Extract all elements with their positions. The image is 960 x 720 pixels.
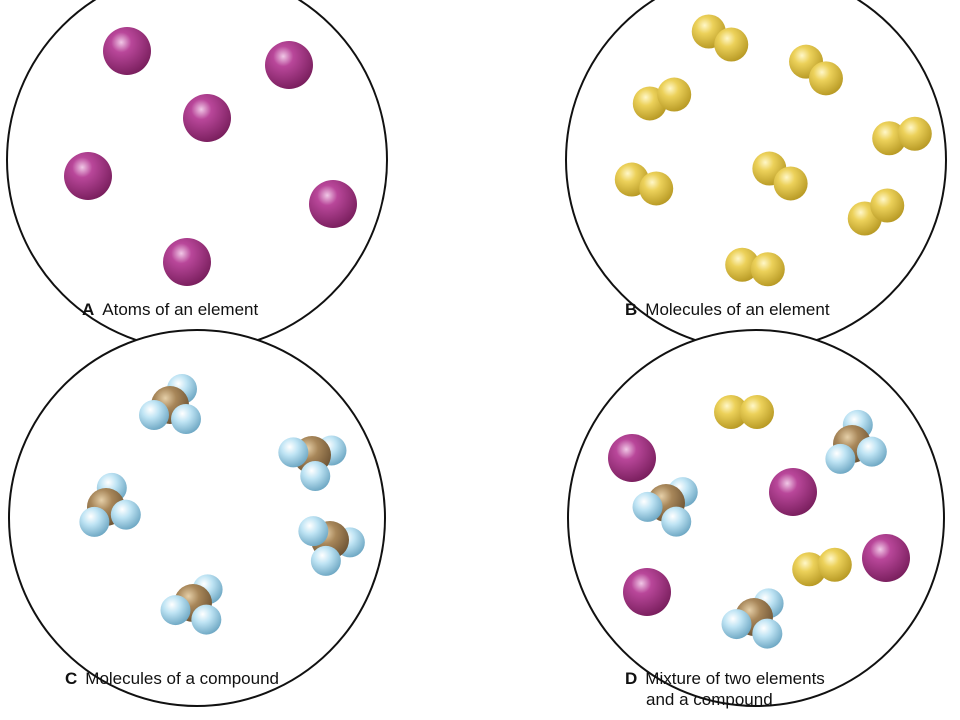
yellow-atom (792, 552, 827, 587)
purple-atom (608, 434, 656, 482)
yellow-atom (808, 61, 843, 96)
diatomic-molecule (725, 247, 785, 287)
diatomic-molecule (614, 162, 674, 206)
yellow-atom (817, 547, 852, 582)
diatomic-molecule (632, 77, 692, 121)
caption-text: Atoms of an element (102, 300, 259, 319)
element-atom (265, 41, 313, 89)
light-blue-atom (298, 516, 329, 547)
compound-molecule (298, 516, 365, 576)
panel-d-circle (567, 329, 945, 707)
caption-c: C Molecules of a compound (65, 668, 279, 689)
compound-molecule (139, 374, 201, 434)
caption-letter: C (65, 669, 78, 688)
light-blue-atom (856, 436, 887, 467)
caption-text: Molecules of an element (645, 300, 830, 319)
panel-c-circle (8, 329, 386, 707)
purple-atom (862, 534, 910, 582)
light-blue-atom (661, 506, 692, 537)
light-blue-atom (310, 545, 341, 576)
element-atom (623, 568, 671, 616)
light-blue-atom (160, 595, 191, 626)
element-atom (862, 534, 910, 582)
yellow-atom (714, 395, 748, 429)
element-atom (183, 94, 231, 142)
diatomic-molecule (789, 44, 843, 96)
caption-text: Mixture of two elements (645, 669, 825, 688)
yellow-atom (897, 116, 932, 151)
element-atom (309, 180, 357, 228)
element-atom (163, 238, 211, 286)
compound-molecule (632, 477, 698, 537)
compound-molecule (721, 588, 784, 649)
caption-line-2: and a compound (646, 690, 773, 709)
purple-atom (309, 180, 357, 228)
light-blue-atom (721, 609, 752, 640)
diatomic-molecule (714, 395, 774, 429)
element-atom (769, 468, 817, 516)
yellow-atom (740, 395, 774, 429)
yellow-atom (714, 27, 749, 62)
light-blue-atom (171, 404, 201, 434)
purple-atom (103, 27, 151, 75)
caption-b: B Molecules of an element (625, 299, 830, 320)
compound-molecule (825, 409, 887, 474)
purple-atom (769, 468, 817, 516)
compound-molecule (278, 435, 347, 492)
diatomic-molecule (847, 188, 905, 236)
caption-letter: D (625, 669, 638, 688)
light-blue-atom (139, 400, 169, 430)
yellow-atom (750, 252, 785, 287)
caption-d: D Mixture of two elements and a compound (625, 668, 825, 710)
light-blue-atom (752, 618, 783, 649)
element-atom (103, 27, 151, 75)
light-blue-atom (825, 443, 856, 474)
panel-a-circle (6, 0, 388, 351)
purple-atom (64, 152, 112, 200)
yellow-atom (773, 166, 808, 201)
caption-a: A Atoms of an element (82, 299, 258, 320)
yellow-atom (725, 247, 760, 282)
light-blue-atom (79, 506, 110, 537)
element-atom (64, 152, 112, 200)
light-blue-atom (632, 491, 663, 522)
caption-line-1: D Mixture of two elements (625, 668, 825, 689)
diatomic-molecule (872, 116, 932, 156)
diatomic-molecule (691, 14, 749, 62)
diatomic-molecule (752, 151, 808, 201)
element-atom (608, 434, 656, 482)
compound-molecule (160, 574, 223, 635)
purple-atom (163, 238, 211, 286)
yellow-atom (657, 77, 692, 112)
light-blue-atom (300, 461, 331, 492)
yellow-atom (872, 121, 907, 156)
yellow-atom (639, 171, 674, 206)
light-blue-atom (191, 604, 222, 635)
light-blue-atom (278, 437, 309, 468)
diatomic-molecule (792, 547, 852, 587)
purple-atom (623, 568, 671, 616)
compound-molecule (79, 472, 141, 537)
caption-text: Molecules of a compound (85, 669, 280, 688)
purple-atom (265, 41, 313, 89)
yellow-atom (870, 188, 905, 223)
caption-letter: A (82, 300, 95, 319)
caption-letter: B (625, 300, 638, 319)
purple-atom (183, 94, 231, 142)
light-blue-atom (110, 499, 141, 530)
